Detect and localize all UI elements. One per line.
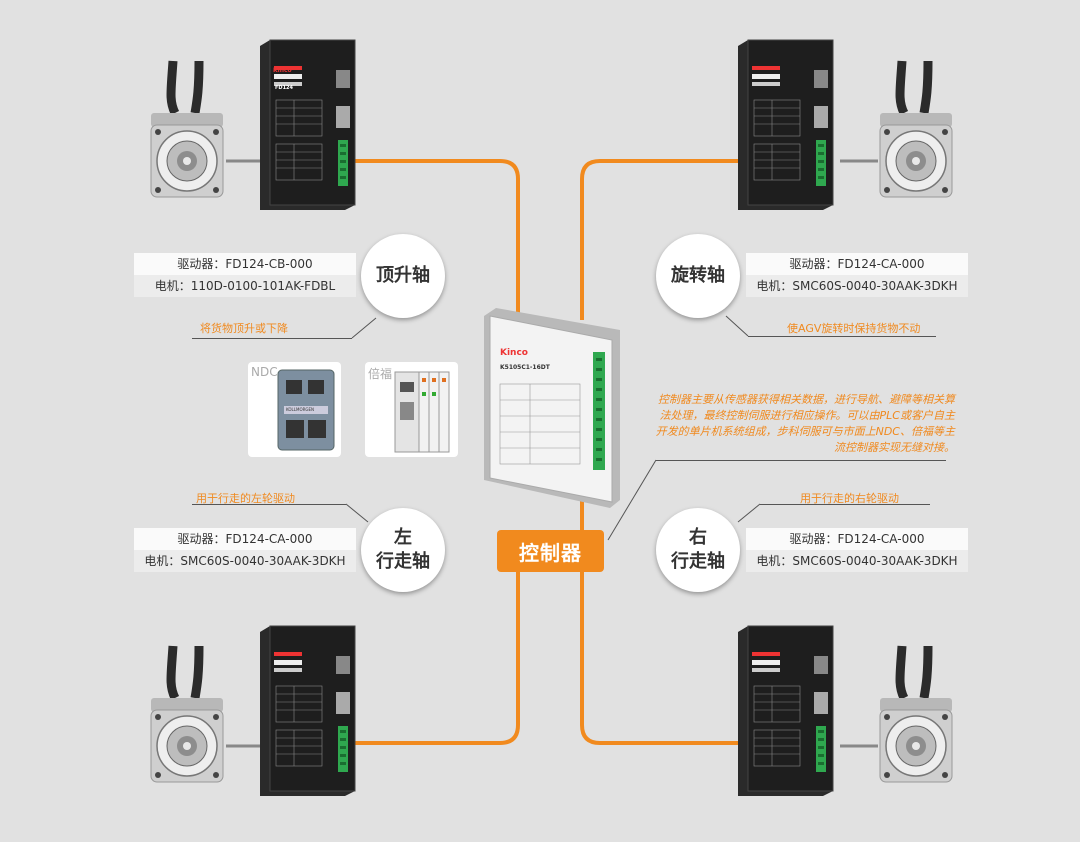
ndc-device-text: KOLLMORGEN	[286, 407, 315, 412]
axis-left-circle: 左 行走轴	[361, 508, 445, 592]
axis-rotate-title: 旋转轴	[671, 265, 725, 286]
info-right: 驱动器：FD124-CA-000 电机：SMC60S-0040-30AAK-3D…	[746, 528, 968, 572]
axis-right-title-1: 右	[689, 527, 707, 548]
axis-right-title-2: 行走轴	[671, 551, 725, 572]
info-lift: 驱动器：FD124-CB-000 电机：110D-0100-101AK-FDBL	[134, 253, 356, 297]
line-top-right	[580, 159, 740, 320]
driver-brand: Kinco	[273, 67, 292, 74]
motor-text-left: 电机：SMC60S-0040-30AAK-3DKH	[134, 550, 356, 572]
beckhoff-card: 倍福	[365, 362, 458, 457]
ndc-label: NDC	[251, 365, 278, 379]
note-right-underline	[760, 504, 930, 505]
line-top-left	[355, 159, 520, 340]
axis-left-title-2: 行走轴	[376, 551, 430, 572]
note-rotate-underline	[748, 336, 936, 337]
axis-left-title-1: 左	[394, 527, 412, 548]
axis-right-circle: 右 行走轴	[656, 508, 740, 592]
motor-text-lift: 电机：110D-0100-101AK-FDBL	[134, 275, 356, 297]
motor-text-right: 电机：SMC60S-0040-30AAK-3DKH	[746, 550, 968, 572]
motor-text-rotate: 电机：SMC60S-0040-30AAK-3DKH	[746, 275, 968, 297]
line-bottom-right	[580, 480, 740, 745]
axis-lift-circle: 顶升轴	[361, 234, 445, 318]
controller-model: K5105C1-16DT	[500, 364, 550, 371]
controller-brand: Kinco	[500, 348, 528, 358]
note-lift: 将货物顶升或下降	[200, 322, 288, 335]
controller-description: 控制器主要从传感器获得相关数据，进行导航、避障等相关算法处理，最终控制伺服进行相…	[655, 393, 955, 454]
controller-desc-underline	[656, 460, 946, 461]
note-rotate: 使AGV旋转时保持货物不动	[787, 322, 921, 335]
driver-text-left: 驱动器：FD124-CA-000	[134, 528, 356, 550]
note-right: 用于行走的右轮驱动	[800, 492, 899, 505]
driver-text-lift: 驱动器：FD124-CB-000	[134, 253, 356, 275]
info-left: 驱动器：FD124-CA-000 电机：SMC60S-0040-30AAK-3D…	[134, 528, 356, 572]
driver-text-right: 驱动器：FD124-CA-000	[746, 528, 968, 550]
info-rotate: 驱动器：FD124-CA-000 电机：SMC60S-0040-30AAK-3D…	[746, 253, 968, 297]
driver-model: FD124	[275, 85, 294, 91]
axis-lift-title: 顶升轴	[376, 265, 430, 286]
ndc-device	[277, 369, 335, 451]
line-bottom-left	[355, 572, 520, 745]
driver-text-rotate: 驱动器：FD124-CA-000	[746, 253, 968, 275]
note-left-underline	[192, 504, 346, 505]
note-lift-underline	[192, 338, 352, 339]
controller-label: 控制器	[497, 530, 604, 572]
beckhoff-device	[394, 371, 450, 453]
ndc-card: NDC KOLLMORGEN	[248, 362, 341, 457]
note-left: 用于行走的左轮驱动	[196, 492, 295, 505]
beckhoff-label: 倍福	[368, 367, 393, 381]
axis-rotate-circle: 旋转轴	[656, 234, 740, 318]
